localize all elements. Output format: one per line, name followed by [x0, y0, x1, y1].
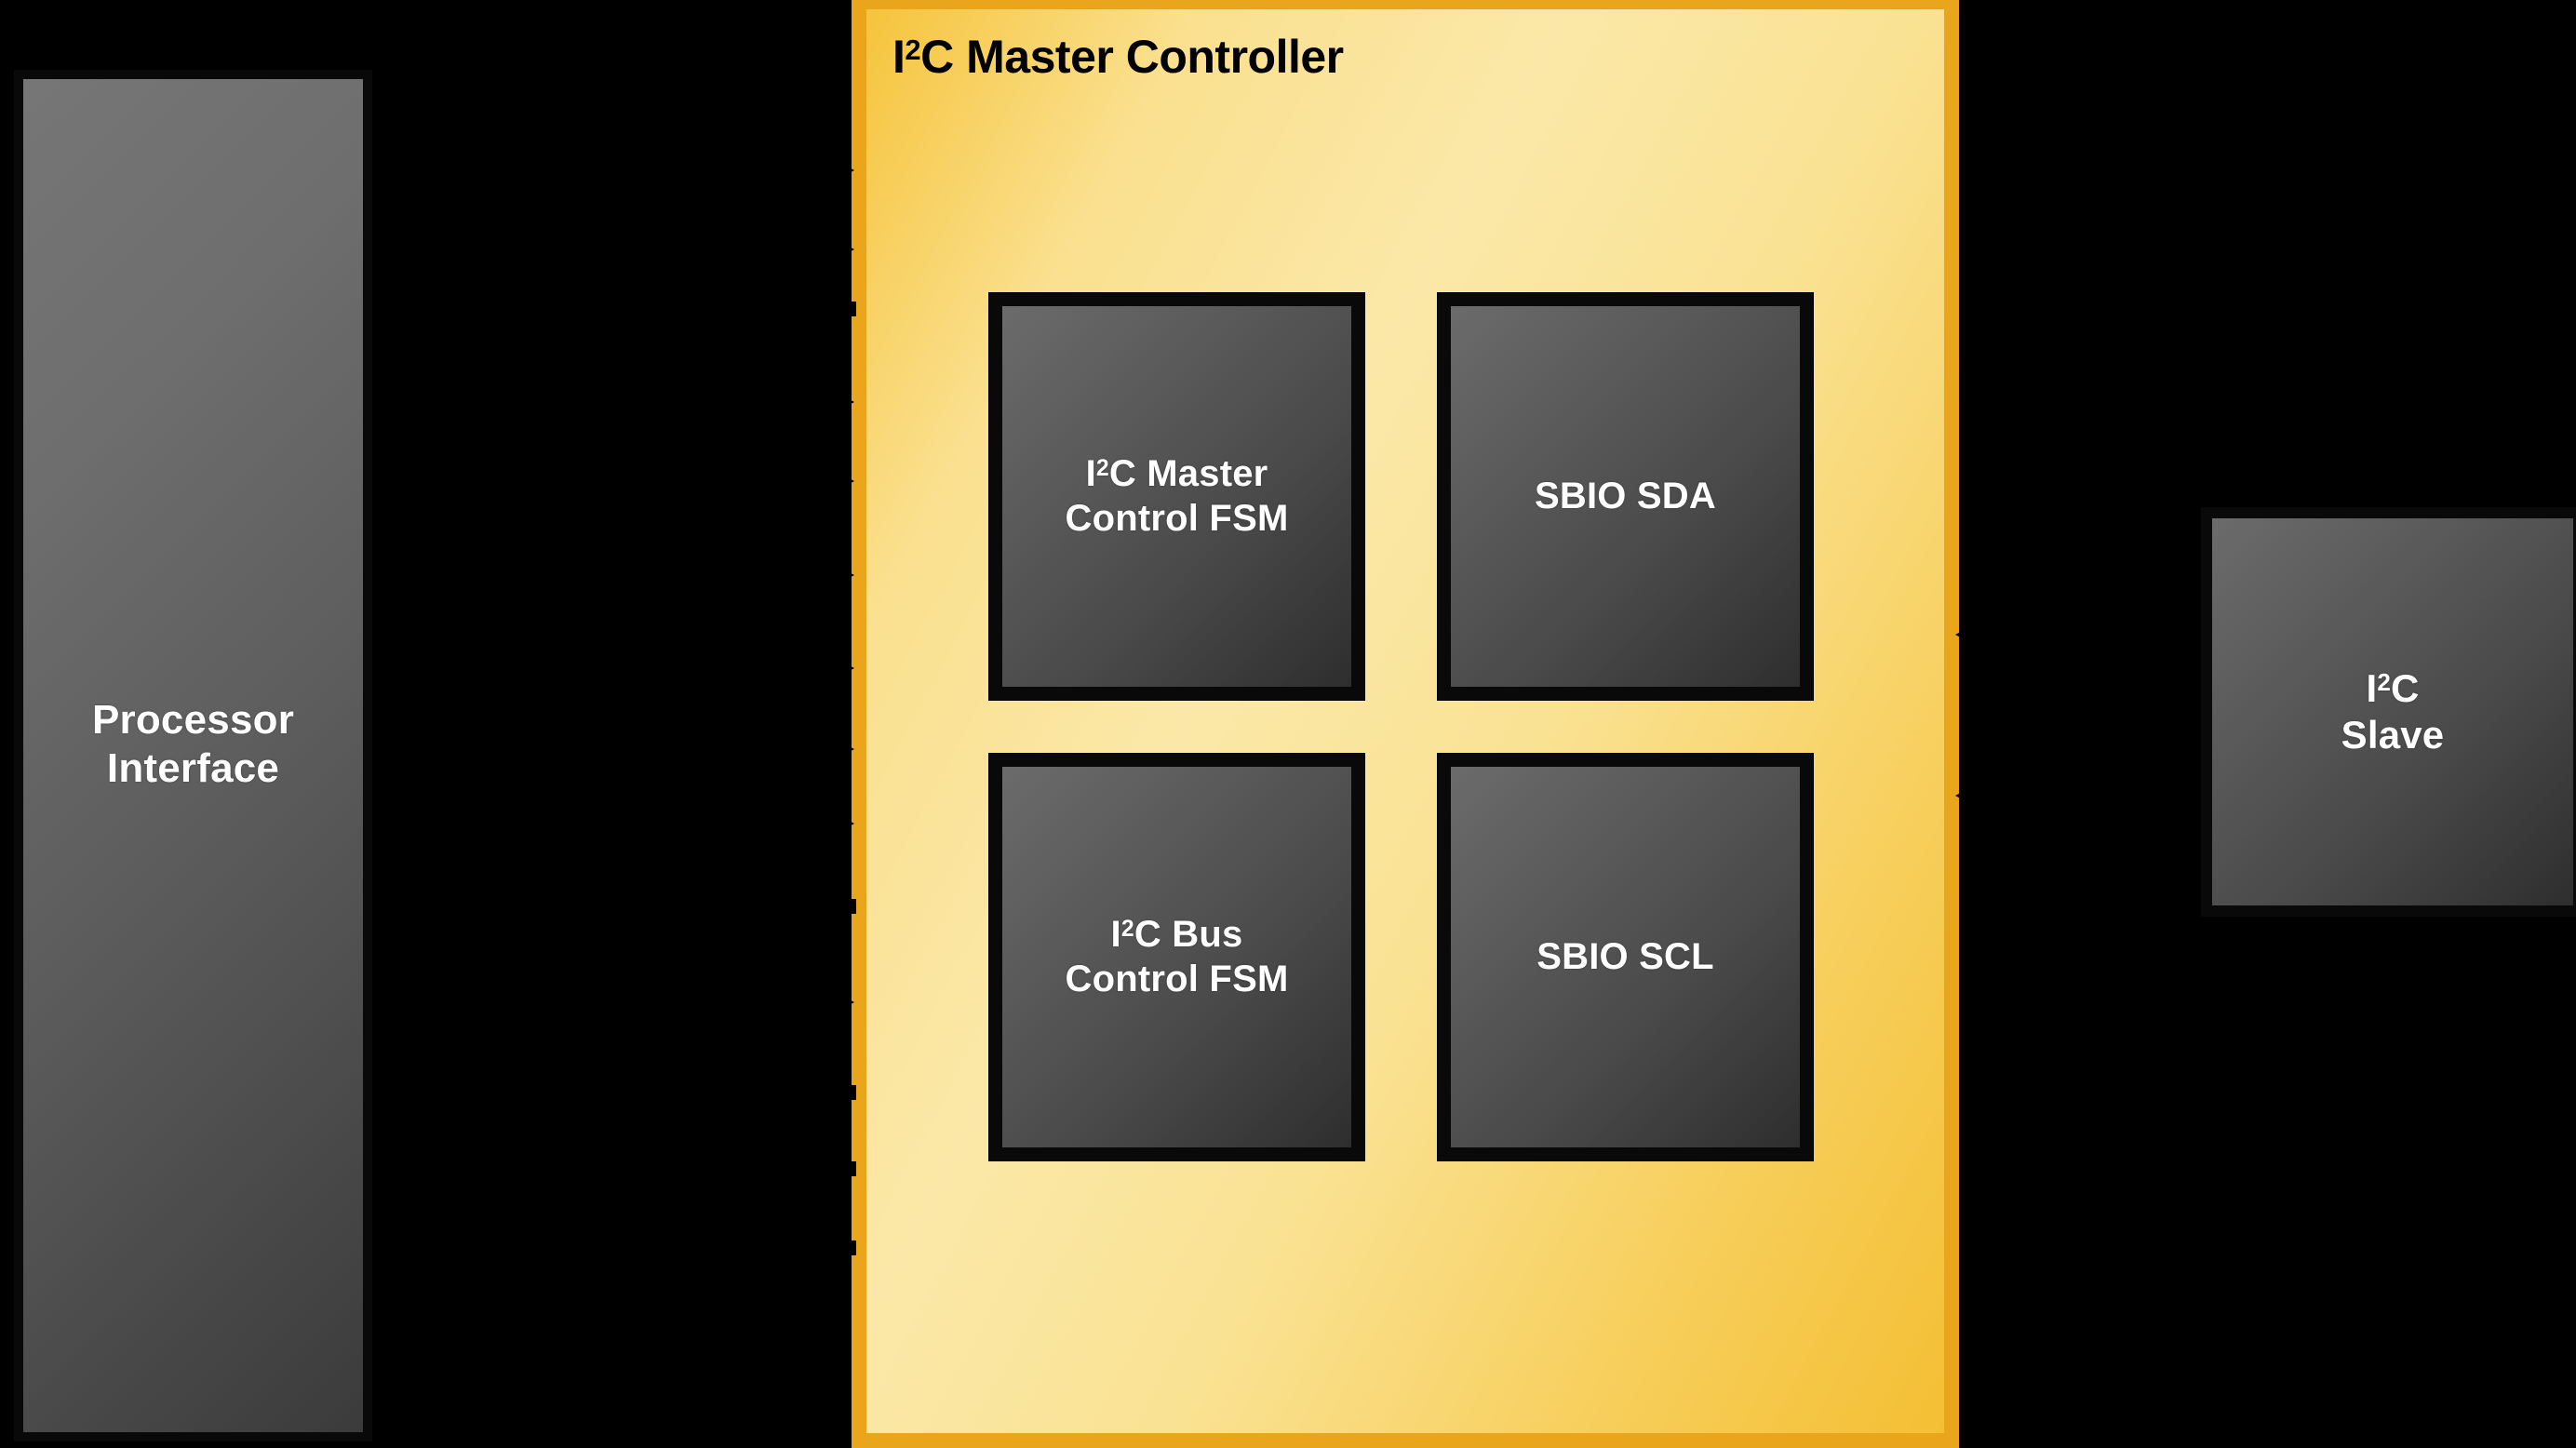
sbio-scl-block[interactable]: SBIO SCL	[1438, 754, 1813, 1160]
label-prefix: I	[2366, 666, 2378, 711]
i2c-slave-label: I2C Slave	[2341, 665, 2445, 758]
sbio-sda-label: SBIO SDA	[1535, 475, 1716, 518]
title-rest: C Master Controller	[920, 31, 1344, 83]
label-text: C Slave	[2341, 666, 2445, 757]
label-text: SBIO SCL	[1536, 935, 1714, 977]
i2c-master-controller-panel[interactable]: I2C Master Controller I2C Master Control…	[852, 0, 1959, 1448]
i2c-bus-control-fsm-block[interactable]: I2C Bus Control FSM	[989, 754, 1364, 1160]
master-controller-title: I2C Master Controller	[892, 30, 1344, 84]
title-superscript: 2	[905, 33, 921, 66]
label-superscript: 2	[2377, 668, 2391, 697]
i2c-master-control-fsm-block[interactable]: I2C Master Control FSM	[989, 293, 1364, 700]
i2c-slave-block[interactable]: I2C Slave	[2201, 507, 2576, 917]
label-superscript: 2	[1120, 916, 1134, 942]
label-text: C Bus Control FSM	[1065, 914, 1289, 999]
sub-module-grid: I2C Master Control FSM SBIO SDA I2C Bus …	[866, 9, 1944, 1433]
i2c-master-control-fsm-label: I2C Master Control FSM	[1066, 452, 1289, 540]
sbio-sda-block[interactable]: SBIO SDA	[1438, 293, 1813, 700]
i2c-bus-control-fsm-label: I2C Bus Control FSM	[1066, 913, 1289, 1000]
title-prefix: I	[892, 31, 906, 83]
sbio-scl-label: SBIO SCL	[1536, 935, 1714, 979]
label-text: SBIO SDA	[1535, 475, 1716, 516]
label-prefix: I	[1110, 914, 1121, 956]
processor-interface-label: Processor Interface	[91, 697, 295, 791]
label-superscript: 2	[1095, 455, 1109, 481]
processor-interface-block[interactable]: Processor Interface	[14, 70, 372, 1441]
label-text: C Master Control FSM	[1065, 453, 1289, 539]
label-prefix: I	[1085, 453, 1096, 495]
